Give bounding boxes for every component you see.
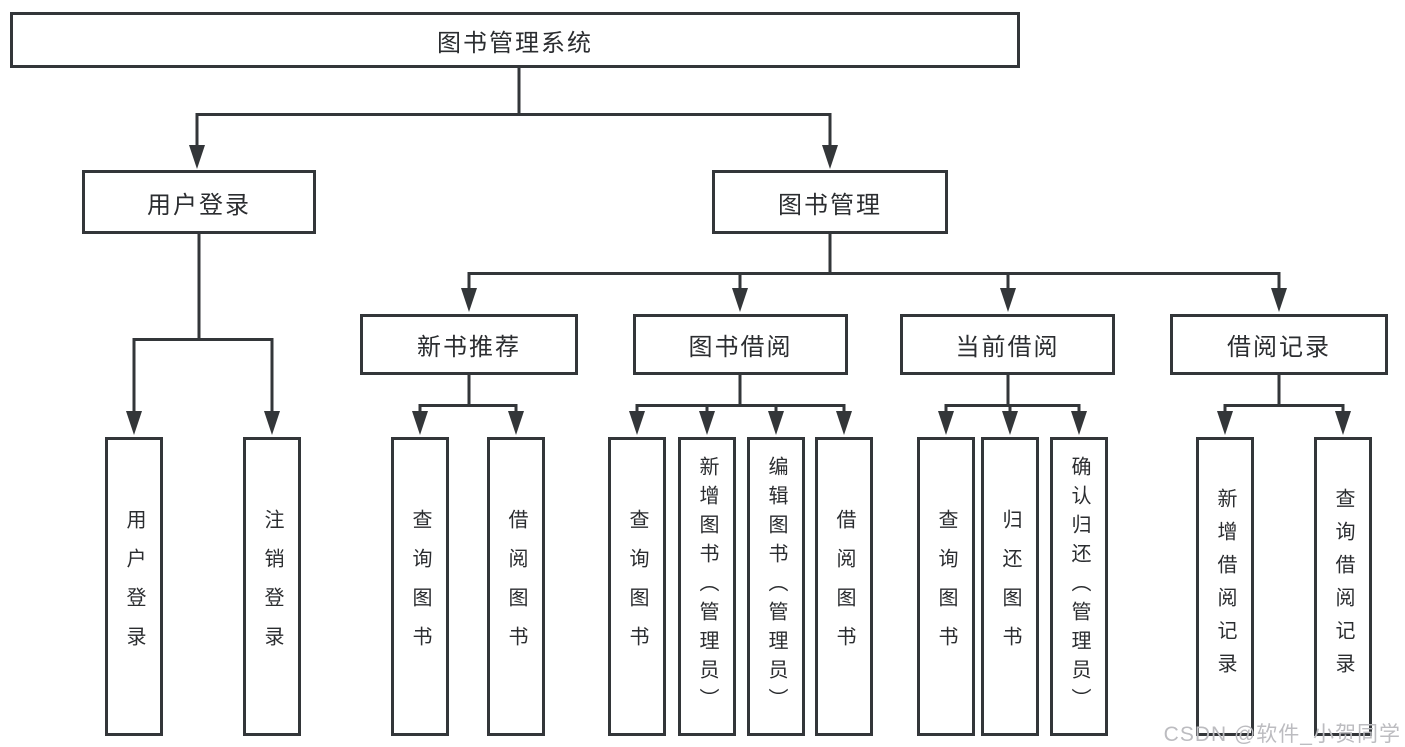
leaf-current-confirm-return-admin: 确认归还（管理员）	[1050, 437, 1108, 736]
connector-borrowing-to-leaves	[635, 375, 846, 414]
node-book-borrowing: 图书借阅	[633, 314, 848, 375]
leaf-borrowing-query-books: 查询图书	[608, 437, 666, 736]
connector-recommend-to-leaves	[418, 375, 518, 414]
leaf-current-query-books: 查询图书	[917, 437, 975, 736]
node-user-login: 用户登录	[82, 170, 316, 234]
node-library-management-system: 图书管理系统	[10, 12, 1020, 68]
csdn-watermark: CSDN @软件_小贺同学	[1163, 723, 1401, 746]
leaf-user-login: 用户登录	[105, 437, 163, 736]
leaf-recommend-query-books: 查询图书	[391, 437, 449, 736]
leaf-records-add-borrow-record: 新增借阅记录	[1196, 437, 1254, 736]
leaf-borrowing-edit-books-admin: 编辑图书（管理员）	[747, 437, 805, 736]
connector-root-to-level2	[195, 68, 832, 148]
connector-records-to-leaves	[1223, 375, 1345, 414]
leaf-records-query-borrow-record: 查询借阅记录	[1314, 437, 1372, 736]
leaf-logout: 注销登录	[243, 437, 301, 736]
node-current-borrowing: 当前借阅	[900, 314, 1115, 375]
leaf-recommend-borrow-books: 借阅图书	[487, 437, 545, 736]
arrowheads	[126, 145, 1351, 435]
leaf-borrowing-add-books-admin: 新增图书（管理员）	[678, 437, 736, 736]
connector-mgmt-to-level3	[467, 234, 1281, 292]
connector-current-to-leaves	[944, 375, 1081, 414]
node-book-management: 图书管理	[712, 170, 948, 234]
node-borrowing-records: 借阅记录	[1170, 314, 1388, 375]
connector-login-to-leaves	[132, 234, 274, 414]
leaf-borrowing-borrow-books: 借阅图书	[815, 437, 873, 736]
node-new-book-recommendation: 新书推荐	[360, 314, 578, 375]
leaf-current-return-books: 归还图书	[981, 437, 1039, 736]
